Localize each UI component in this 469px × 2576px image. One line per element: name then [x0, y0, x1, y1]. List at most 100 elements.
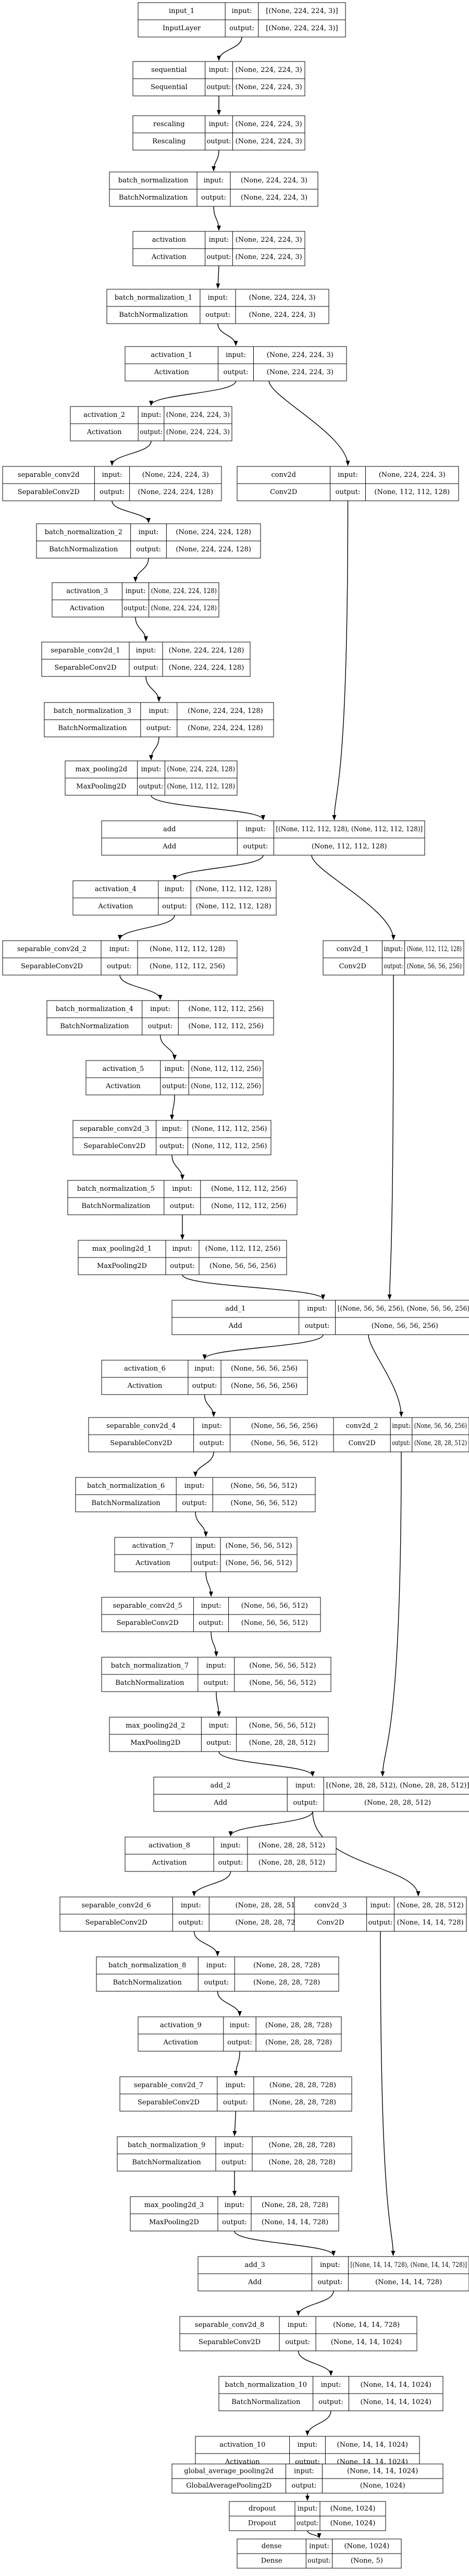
input-label: input: — [220, 1842, 241, 1850]
output-shape: (None, 56, 56, 512) — [251, 1439, 318, 1447]
output-shape: (None, 28, 28, 512) — [414, 1439, 467, 1447]
layer-name: batch_normalization_6 — [87, 1482, 165, 1490]
layer-type: MaxPooling2D — [76, 783, 126, 791]
input-shape: (None, 56, 56, 512) — [249, 1662, 316, 1670]
layer-type: Add — [162, 843, 176, 851]
output-label: output: — [170, 1262, 195, 1270]
output-label: output: — [243, 843, 268, 851]
layer-node-sequential: sequentialSequentialinput:output:(None, … — [132, 61, 305, 96]
output-label: output: — [193, 1559, 218, 1567]
input-label: input: — [172, 1185, 192, 1193]
input-shape: (None, 28, 28, 512) — [258, 1842, 325, 1850]
input-shape: [(None, 56, 56, 256), (None, 56, 56, 256… — [338, 1305, 469, 1313]
layer-name: batch_normalization_3 — [54, 707, 131, 715]
layer-type: Activation — [69, 605, 105, 612]
input-label: input: — [225, 2201, 245, 2209]
input-label: input: — [209, 120, 229, 128]
input-label: input: — [206, 1662, 226, 1670]
layer-name: separable_conv2d_7 — [134, 2081, 203, 2089]
input-shape: (None, 224, 224, 3) — [236, 66, 302, 74]
layer-type: Activation — [135, 1559, 170, 1567]
layer-node-sep4: separable_conv2d_4SeparableConv2Dinput:o… — [88, 1417, 339, 1452]
layer-type: SeparableConv2D — [83, 1142, 145, 1150]
output-label: output: — [204, 1979, 229, 1987]
layer-name: max_pooling2d_1 — [92, 1245, 152, 1253]
edge-conv2-to-add2 — [380, 1451, 402, 1777]
edge-bn8-to-act9 — [217, 1991, 242, 2016]
output-label: output: — [292, 2482, 317, 2490]
input-label: input: — [298, 2441, 318, 2449]
output-label: output: — [307, 2557, 330, 2565]
layer-name: conv2d_1 — [337, 945, 369, 953]
output-label: output: — [199, 1619, 224, 1627]
output-label: output: — [207, 138, 231, 145]
output-shape: (None, 28, 28, 512) — [364, 1799, 431, 1807]
output-shape: (None, 28, 28, 728) — [269, 2099, 336, 2106]
output-shape: (None, 224, 224, 128) — [151, 605, 217, 612]
edge-bn-to-act — [213, 206, 221, 231]
edge-add-to-conv1 — [311, 855, 396, 940]
layer-name: batch_normalization_4 — [56, 1005, 133, 1013]
layer-node-act6: activation_6Activationinput:output:(None… — [101, 1360, 308, 1395]
layer-type: Activation — [98, 903, 133, 910]
input-label: input: — [109, 945, 130, 953]
input-shape: (None, 14, 14, 1024) — [347, 2468, 418, 2475]
edge-bn4-to-act5 — [159, 1034, 177, 1060]
input-label: input: — [320, 2261, 340, 2269]
output-shape: (None, 14, 14, 728) — [262, 2218, 328, 2226]
layer-type: Activation — [151, 253, 187, 261]
output-label: output: — [162, 1082, 187, 1090]
layer-node-sep: separable_conv2dSeparableConv2Dinput:out… — [2, 466, 222, 501]
layer-type: Add — [228, 1322, 242, 1330]
edge-act3-to-sep1 — [135, 617, 148, 642]
layer-name: activation_8 — [149, 1842, 190, 1850]
output-label: output: — [218, 1859, 243, 1867]
layer-name: activation_9 — [160, 2022, 202, 2029]
output-label: output: — [136, 546, 161, 553]
layer-name: activation_2 — [83, 411, 125, 419]
layer-type: BatchNormalization — [92, 1499, 161, 1507]
output-label: output: — [178, 1919, 203, 1927]
layer-name: separable_conv2d_1 — [51, 647, 120, 655]
layer-name: activation_5 — [102, 1065, 144, 1073]
input-shape: (None, 28, 28, 728) — [262, 2201, 328, 2209]
edge-mp-to-add — [151, 795, 265, 820]
output-label: output: — [148, 1022, 173, 1030]
output-shape: (None, 224, 224, 3) — [236, 83, 302, 91]
layer-type: SeparableConv2D — [21, 963, 83, 970]
layer-node-mp1: max_pooling2d_1MaxPooling2Dinput:output:… — [78, 1240, 287, 1275]
layer-node-bn2: batch_normalization_2BatchNormalizationi… — [36, 523, 261, 559]
output-shape: (None, 28, 28, 512) — [258, 1859, 325, 1867]
output-label: output: — [297, 2520, 318, 2528]
input-shape: (None, 56, 56, 256) — [251, 1422, 318, 1430]
layer-type: Add — [213, 1799, 227, 1807]
output-shape: [(None, 224, 224, 3)] — [266, 24, 338, 32]
input-label: input: — [206, 1962, 227, 1969]
edges-layer — [110, 36, 421, 2538]
layer-node-sep6: separable_conv2d_6SeparableConv2Dinput:o… — [59, 1896, 329, 1932]
output-shape: (None, 56, 56, 256) — [209, 1262, 276, 1270]
layer-name: separable_conv2d_4 — [106, 1422, 176, 1430]
layer-type: SeparableConv2D — [18, 488, 80, 496]
input-label: input: — [141, 766, 162, 773]
layer-type: Add — [248, 2278, 262, 2286]
edge-act9-to-sep7 — [233, 2051, 240, 2076]
output-label: output: — [305, 1322, 330, 1330]
edge-dropout-to-dense — [307, 2530, 322, 2538]
input-label: input: — [202, 1422, 222, 1430]
layer-name: conv2d_3 — [314, 1902, 347, 1909]
layer-type: BatchNormalization — [49, 546, 118, 553]
layer-type: SeparableConv2D — [85, 1919, 147, 1927]
layer-type: Activation — [154, 368, 189, 376]
output-label: output: — [146, 724, 171, 732]
layer-name: batch_normalization_1 — [115, 294, 192, 302]
layer-name: global_average_pooling2d — [184, 2468, 274, 2475]
layer-type: MaxPooling2D — [130, 1739, 180, 1747]
input-label: input: — [309, 2543, 329, 2550]
layer-node-act: activationActivationinput:output:(None, … — [132, 231, 305, 266]
layer-node-bn9: batch_normalization_9BatchNormalizationi… — [117, 2136, 352, 2172]
